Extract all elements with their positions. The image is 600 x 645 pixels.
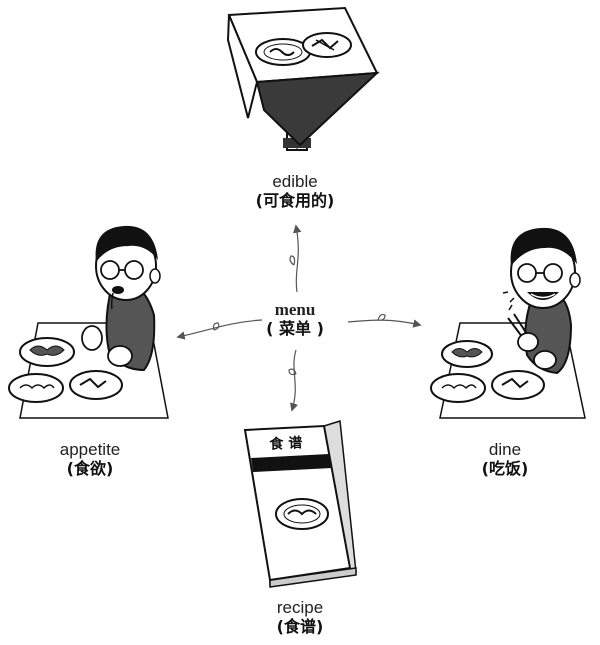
word-dine: dine [488,440,522,459]
label-menu: menu ( 菜单 ) [240,300,350,338]
arrow-to-dine [347,319,422,328]
arrow-to-appetite [176,319,263,340]
appetite-illustration [8,225,169,419]
label-appetite: appetite (食欲) [30,440,150,478]
meaning-dine: (吃饭) [481,458,529,478]
meaning-appetite: (食欲) [66,458,114,478]
meaning-edible: (可食用的) [255,190,335,210]
meaning-menu: ( 菜单 ) [266,318,324,338]
arrows [176,224,422,412]
edible-table-illustration [226,6,380,151]
recipe-book-title: 食 谱 [269,434,303,453]
arrow-to-recipe [290,349,299,412]
arrow-to-edible [293,224,302,293]
recipe-book-illustration: 食 谱 [243,420,357,588]
label-dine: dine (吃饭) [450,440,560,478]
word-menu: menu [274,300,316,319]
dine-illustration [430,227,586,419]
word-edible: edible [272,172,318,191]
label-edible: edible (可食用的) [230,172,360,210]
word-appetite: appetite [59,440,121,459]
meaning-recipe: (食谱) [276,616,324,636]
word-recipe: recipe [276,598,324,617]
label-recipe: recipe (食谱) [245,598,355,636]
